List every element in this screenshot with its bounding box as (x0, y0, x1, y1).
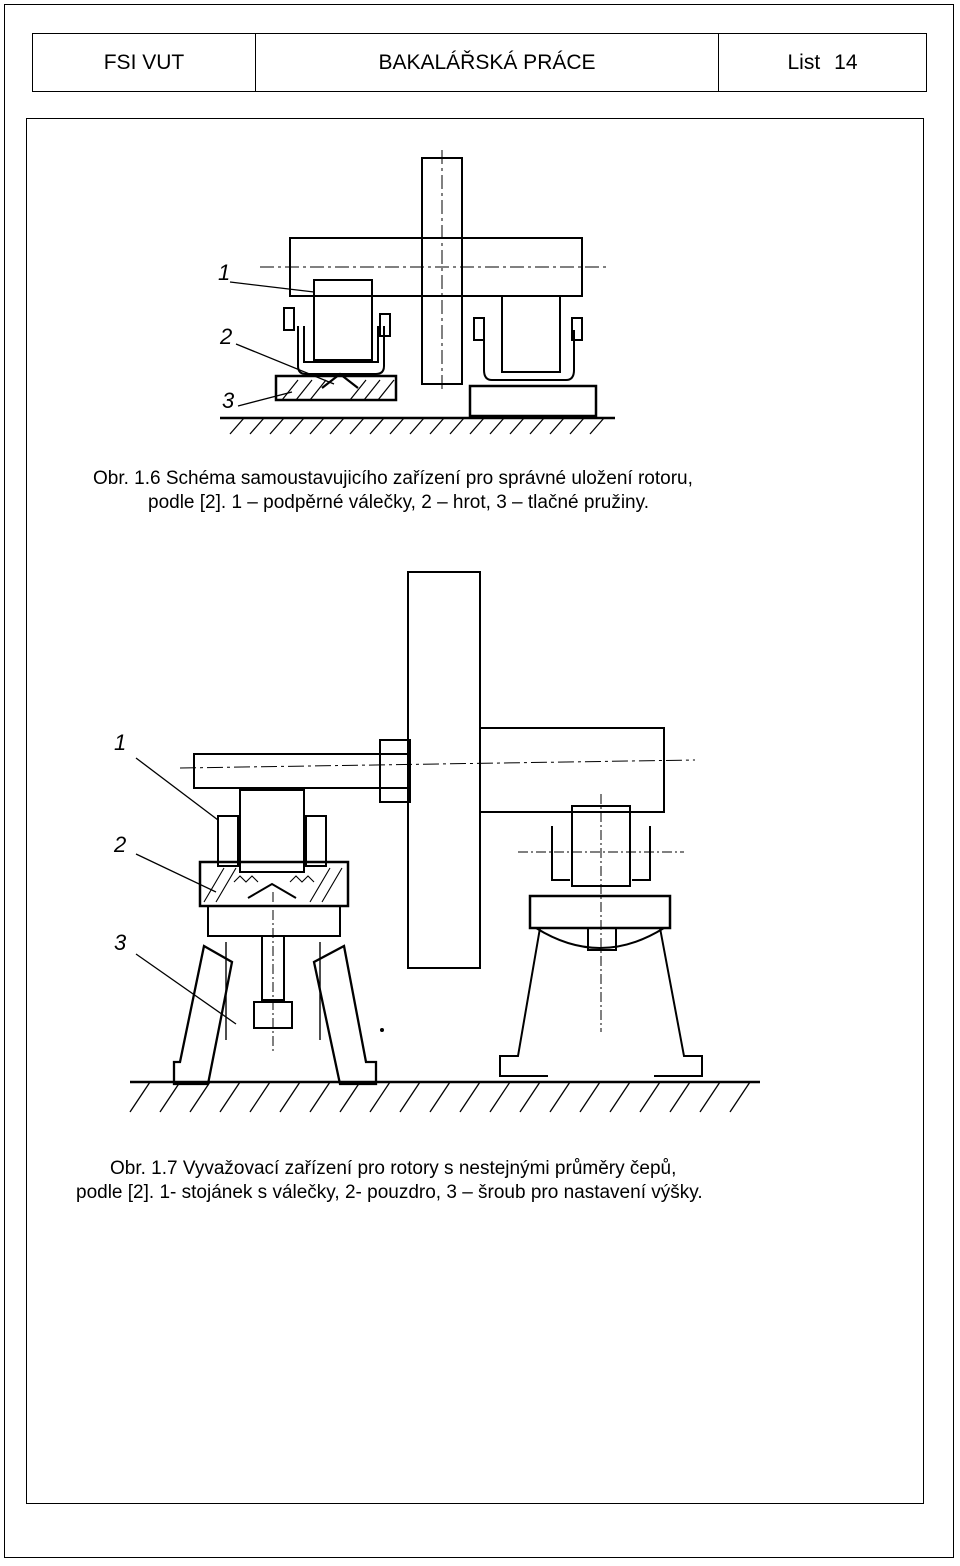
page-frame (4, 4, 954, 1558)
fig1-callout-3: 3 (222, 388, 235, 413)
figure-1-6-drawing: 1 2 3 (218, 150, 615, 435)
figure-1-7-caption-line1: Obr. 1.7 Vyvažovací zařízení pro rotory … (110, 1158, 677, 1179)
page-header: FSI VUT BAKALÁŘSKÁ PRÁCE List 14 (32, 33, 927, 92)
header-sheet: List 14 (719, 34, 926, 91)
fig2-callout-1: 1 (114, 730, 126, 755)
header-institution: FSI VUT (33, 34, 256, 91)
fig1-callout-1: 1 (218, 260, 230, 285)
figure-1-6-caption-line2: podle [2]. 1 – podpěrné válečky, 2 – hro… (148, 492, 649, 513)
content-frame (26, 118, 924, 1504)
fig1-callout-2: 2 (219, 324, 232, 349)
header-list-number: 14 (834, 50, 858, 74)
figure-1-7-drawing: 1 2 3 (113, 571, 760, 1113)
fig2-callout-3: 3 (114, 930, 127, 955)
header-list-label: List (787, 50, 821, 74)
header-title: BAKALÁŘSKÁ PRÁCE (256, 34, 719, 91)
fig2-callout-2: 2 (113, 832, 126, 857)
figure-1-7-caption-line2: podle [2]. 1- stojánek s válečky, 2- pou… (76, 1182, 703, 1203)
figure-1-6-caption-line1: Obr. 1.6 Schéma samoustavujicího zařízen… (93, 468, 693, 489)
